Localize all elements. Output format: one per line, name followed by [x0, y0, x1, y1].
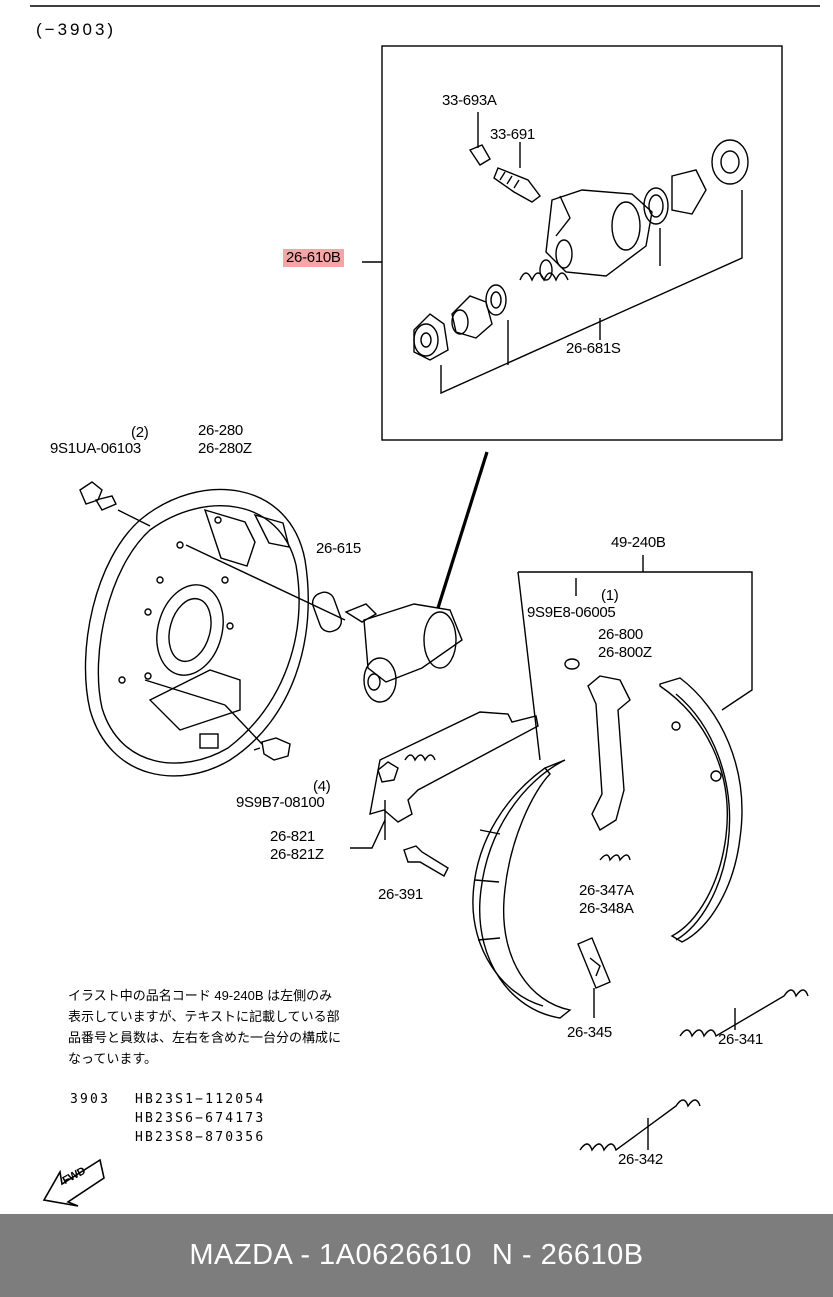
- label-26-341[interactable]: 26-341: [718, 1031, 763, 1048]
- range-label: (−3903): [36, 20, 117, 39]
- note-line-3: 品番号と員数は、左右を含めた一台分の構成に: [68, 1030, 342, 1045]
- code-value: HB23S6−674173: [135, 1111, 266, 1126]
- backing-plate: [84, 488, 309, 777]
- label-26-821[interactable]: 26-821: [270, 828, 315, 845]
- footer-oem-number: N - 26610B: [491, 1239, 644, 1271]
- qty-2: (2): [131, 424, 149, 441]
- wheel-cylinder-inset-box: [381, 45, 783, 441]
- label-49-240b[interactable]: 49-240B: [611, 534, 666, 551]
- model-code: 3903: [70, 1092, 111, 1107]
- parking-lever: [564, 578, 631, 832]
- note-line-4: なっています。: [68, 1051, 158, 1066]
- label-26-610b-highlighted[interactable]: 26-610B: [283, 249, 344, 267]
- model-code-table: 3903 HB23S1−112054 HB23S6−674173 HB23S8−8…: [70, 1090, 265, 1147]
- qty-4: (4): [313, 778, 331, 795]
- wheel-cylinder-exploded: [413, 112, 749, 395]
- code-value: HB23S8−870356: [135, 1130, 266, 1145]
- wheel-cylinder-assembled: [344, 603, 463, 703]
- label-26-347a[interactable]: 26-347A: [579, 882, 634, 899]
- footer-bar: MAZDA - 1A0626610 N - 26610B: [0, 1214, 833, 1297]
- label-26-391[interactable]: 26-391: [378, 886, 423, 903]
- adjuster-assembly: [350, 711, 539, 849]
- note-line-1: イラスト中の品名コード 49-240B は左側のみ: [68, 988, 333, 1003]
- code-row: HB23S6−674173: [70, 1109, 265, 1128]
- label-26-681s[interactable]: 26-681S: [566, 340, 621, 357]
- note-line-2: 表示していますが、テキストに記載している部: [68, 1009, 340, 1024]
- code-value: HB23S1−112054: [135, 1092, 266, 1107]
- label-26-821z[interactable]: 26-821Z: [270, 846, 324, 863]
- label-26-800[interactable]: 26-800: [598, 626, 643, 643]
- label-26-800z[interactable]: 26-800Z: [598, 644, 652, 661]
- code-row: 3903 HB23S1−112054: [70, 1090, 265, 1109]
- label-9s1ua-06103[interactable]: 9S1UA-06103: [50, 440, 141, 457]
- footer-brand-part: MAZDA - 1A0626610: [189, 1239, 472, 1271]
- label-26-345[interactable]: 26-345: [567, 1024, 612, 1041]
- qty-1: (1): [601, 587, 619, 604]
- fwd-arrow-icon: [42, 1158, 105, 1207]
- brake-shoes: [472, 677, 743, 1019]
- label-26-348a[interactable]: 26-348A: [579, 900, 634, 917]
- label-9s9b7-08100[interactable]: 9S9B7-08100: [236, 794, 325, 811]
- label-9s9e8-06005[interactable]: 9S9E8-06005: [527, 604, 616, 621]
- label-33-691[interactable]: 33-691: [490, 126, 535, 143]
- code-row: HB23S8−870356: [70, 1128, 265, 1147]
- label-26-615[interactable]: 26-615: [316, 540, 361, 557]
- label-26-342[interactable]: 26-342: [618, 1151, 663, 1168]
- label-33-693a[interactable]: 33-693A: [442, 92, 497, 109]
- label-26-280z[interactable]: 26-280Z: [198, 440, 252, 457]
- japanese-note: イラスト中の品名コード 49-240B は左側のみ 表示していますが、テキストに…: [68, 985, 388, 1069]
- label-26-280[interactable]: 26-280: [198, 422, 243, 439]
